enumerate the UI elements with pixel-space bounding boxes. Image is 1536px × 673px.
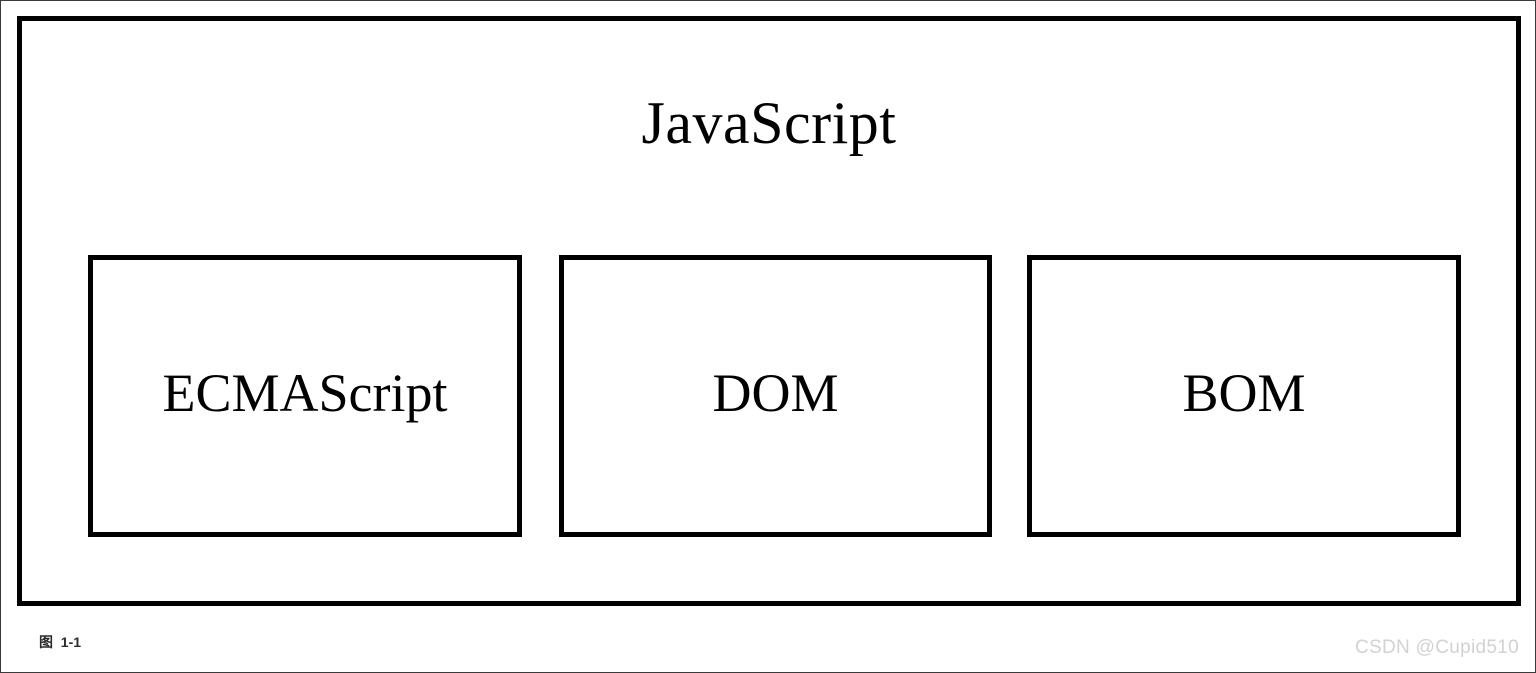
bom-label: BOM	[1182, 363, 1306, 423]
ecmascript-label: ECMAScript	[162, 363, 448, 423]
dom-label: DOM	[712, 363, 839, 423]
javascript-title: JavaScript	[641, 90, 897, 156]
bom-box: BOM	[1027, 255, 1461, 537]
javascript-box: JavaScript ECMAScript DOM BOM	[17, 16, 1521, 606]
watermark: CSDN @Cupid510	[1355, 637, 1519, 658]
ecmascript-box: ECMAScript	[88, 255, 522, 537]
dom-box: DOM	[559, 255, 992, 537]
figure-caption: 图 1-1	[39, 634, 82, 650]
component-row: ECMAScript DOM BOM	[88, 255, 1461, 537]
